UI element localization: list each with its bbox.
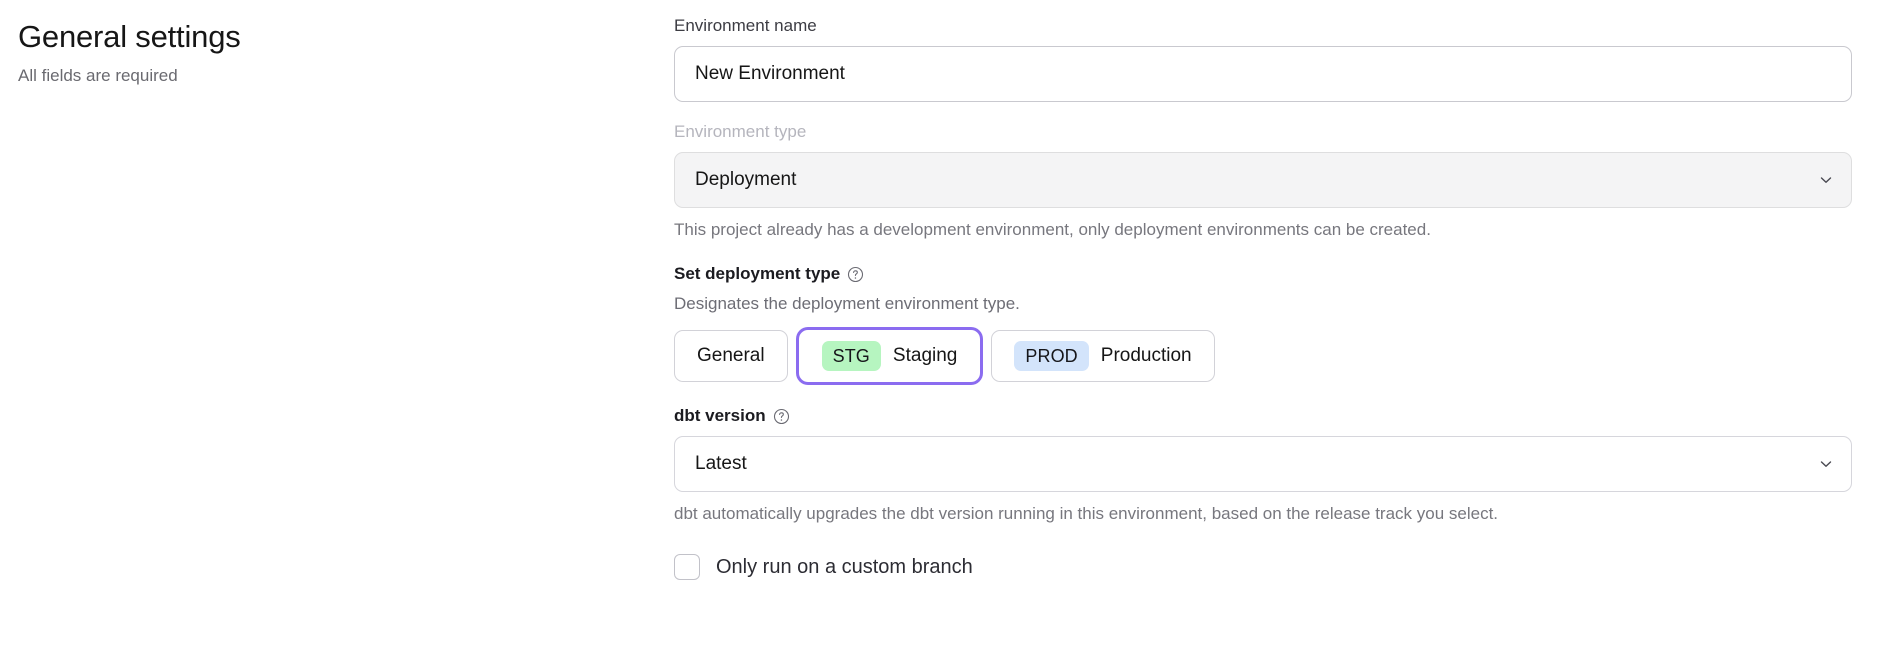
deployment-type-option-production-label: Production <box>1100 345 1192 366</box>
custom-branch-checkbox[interactable] <box>674 554 700 580</box>
deployment-type-label: Set deployment type <box>674 264 841 283</box>
deployment-type-option-staging-label: Staging <box>892 345 958 366</box>
environment-type-select[interactable]: Deployment <box>674 152 1852 208</box>
custom-branch-row[interactable]: Only run on a custom branch <box>674 554 1852 580</box>
dbt-version-label-row: dbt version <box>674 404 790 428</box>
custom-branch-label: Only run on a custom branch <box>716 555 973 578</box>
environment-name-field: Environment name <box>674 14 1852 102</box>
dbt-version-field: dbt version Latest <box>674 404 1852 526</box>
staging-badge: STG <box>821 341 881 371</box>
environment-type-helper: This project already has a development e… <box>674 220 1431 239</box>
dbt-version-select-wrapper: Latest <box>674 436 1852 492</box>
deployment-type-option-production[interactable]: PROD Production <box>991 330 1215 382</box>
deployment-type-option-staging[interactable]: STG Staging <box>798 330 981 382</box>
deployment-type-option-general[interactable]: General <box>674 330 788 382</box>
page-subtitle: All fields are required <box>18 66 178 85</box>
settings-form: Environment name Environment type Deploy… <box>674 14 1852 580</box>
environment-type-value: Deployment <box>695 169 797 190</box>
environment-type-label: Environment type <box>674 122 807 141</box>
dbt-version-helper: dbt automatically upgrades the dbt versi… <box>674 504 1499 523</box>
deployment-type-option-general-label: General <box>697 345 765 366</box>
settings-header: General settings All fields are required <box>18 18 518 88</box>
dbt-version-value: Latest <box>695 453 747 474</box>
dbt-version-label: dbt version <box>674 406 766 425</box>
question-circle-icon[interactable] <box>847 266 864 283</box>
environment-type-select-wrapper: Deployment <box>674 152 1852 208</box>
question-circle-icon[interactable] <box>773 408 790 425</box>
environment-name-label: Environment name <box>674 16 817 35</box>
deployment-type-description: Designates the deployment environment ty… <box>674 294 1020 313</box>
dbt-version-select[interactable]: Latest <box>674 436 1852 492</box>
deployment-type-field: Set deployment type Designates the deplo… <box>674 262 1852 382</box>
deployment-type-options: General STG Staging PROD Production <box>674 330 1852 382</box>
environment-name-input[interactable] <box>674 46 1852 102</box>
environment-type-field: Environment type Deployment This project… <box>674 120 1852 242</box>
page-title: General settings <box>18 19 241 54</box>
production-badge: PROD <box>1014 341 1089 371</box>
deployment-type-label-row: Set deployment type <box>674 262 864 286</box>
